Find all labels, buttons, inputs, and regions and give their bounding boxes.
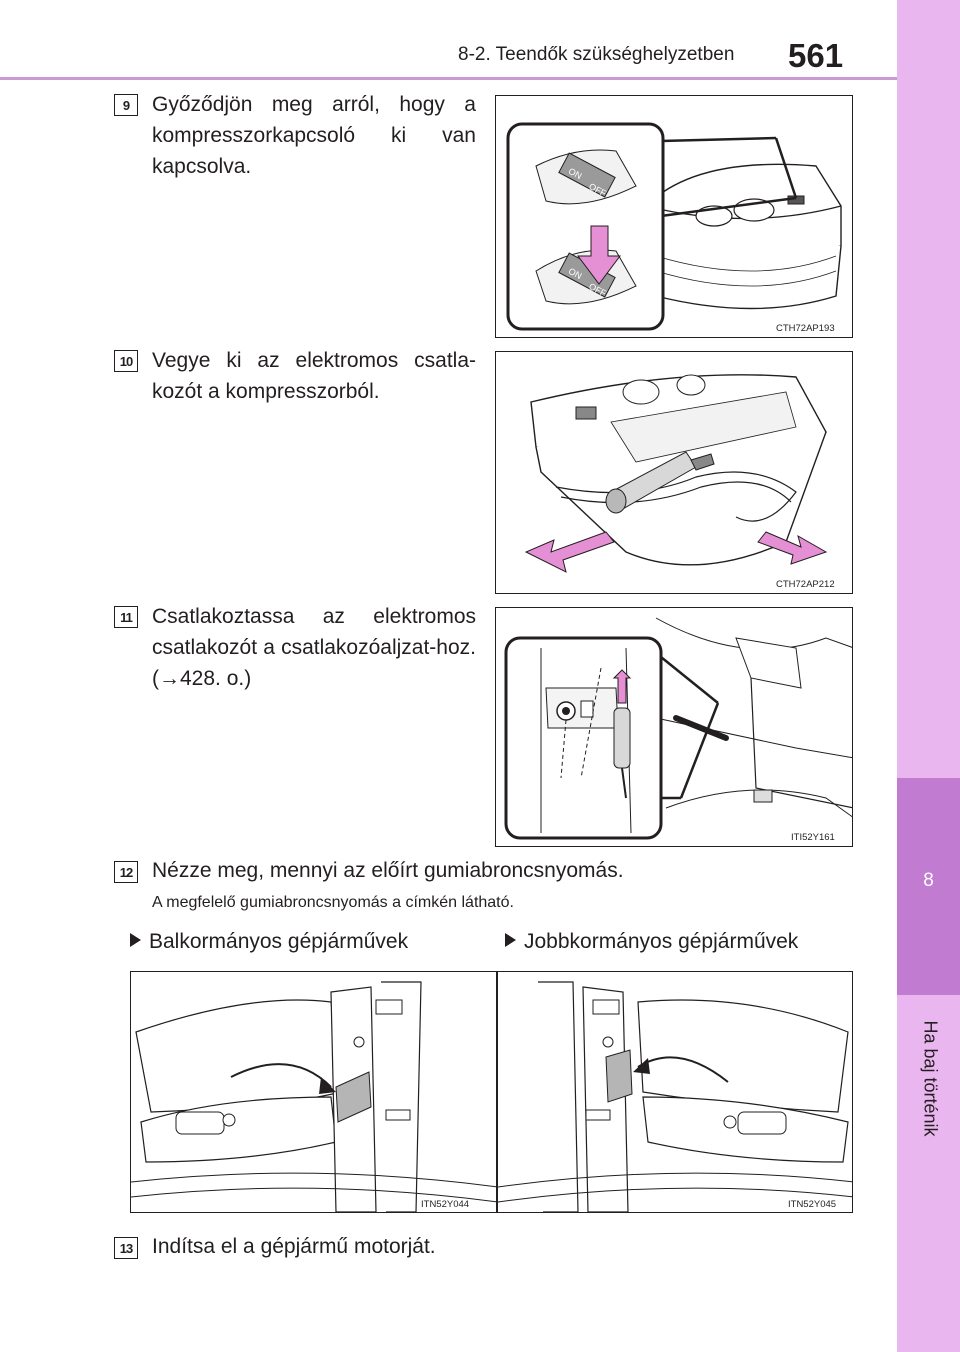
triangle-bullet-icon (505, 933, 516, 948)
step-badge-12: 12 (114, 861, 138, 883)
side-tab-strip (897, 0, 960, 1352)
figure-code-11: ITI52Y161 (791, 832, 835, 843)
figure-door-pillar-lhd: ITN52Y044 (130, 971, 497, 1213)
side-tab-chapter-title: Ha baj történik (920, 1020, 941, 1137)
side-tab-chapter-block (897, 778, 960, 995)
step-badge-11: 11 (114, 606, 138, 628)
figure-door-pillar-rhd: ITN52Y045 (497, 971, 853, 1213)
step-badge-10: 10 (114, 350, 138, 372)
door-pillar-lhd-illustration (131, 981, 496, 1212)
side-tab-chapter-title-box: Ha baj történik (918, 1000, 942, 1160)
compressor-switch-illustration: ON OFF ON OFF (506, 122, 842, 331)
step-9-text: Győződjön meg arról, hogy a kompresszork… (152, 93, 476, 178)
variant-heading-lhd: Balkormányos gépjárművek (130, 930, 408, 954)
variant-label-lhd: Balkormányos gépjárművek (149, 930, 409, 953)
figure-code-rhd: ITN52Y045 (788, 1199, 837, 1210)
figure-compressor-switch: ON OFF ON OFF CTH72AP193 (495, 95, 853, 338)
figure-compressor-cable: CTH72AP212 (495, 351, 853, 594)
console-socket-illustration (504, 617, 852, 840)
side-tab-chapter-number: 8 (923, 870, 934, 891)
running-header-section: 8-2. Teendők szükséghelyzetben (458, 44, 735, 65)
figure-code-10: CTH72AP212 (776, 579, 835, 590)
step-badge-9: 9 (114, 94, 138, 116)
figure-code-9: CTH72AP193 (776, 323, 835, 334)
variant-heading-rhd: Jobbkormányos gépjárművek (505, 930, 798, 954)
door-pillar-rhd-illustration (498, 981, 852, 1212)
header-rule (0, 77, 897, 80)
figure-console-socket: ITI52Y161 (495, 607, 853, 847)
step-13-text: Indítsa el a gépjármű motorját. (152, 1235, 436, 1258)
page-number: 561 (788, 37, 844, 74)
step-10-text: Vegye ki az elektromos csatla-kozót a ko… (152, 349, 476, 403)
step-11-text: Csatlakoztassa az elektromos csatlakozót… (152, 605, 476, 690)
compressor-cable-illustration (524, 374, 828, 573)
variant-label-rhd: Jobbkormányos gépjárművek (524, 930, 799, 953)
step-12-note: A megfelelő gumiabroncsnyomás a címkén l… (152, 894, 514, 911)
step-12-text: Nézze meg, mennyi az előírt gumiabroncsn… (152, 859, 624, 882)
figure-code-lhd: ITN52Y044 (421, 1199, 470, 1210)
triangle-bullet-icon (130, 933, 141, 948)
step-badge-13: 13 (114, 1237, 138, 1259)
